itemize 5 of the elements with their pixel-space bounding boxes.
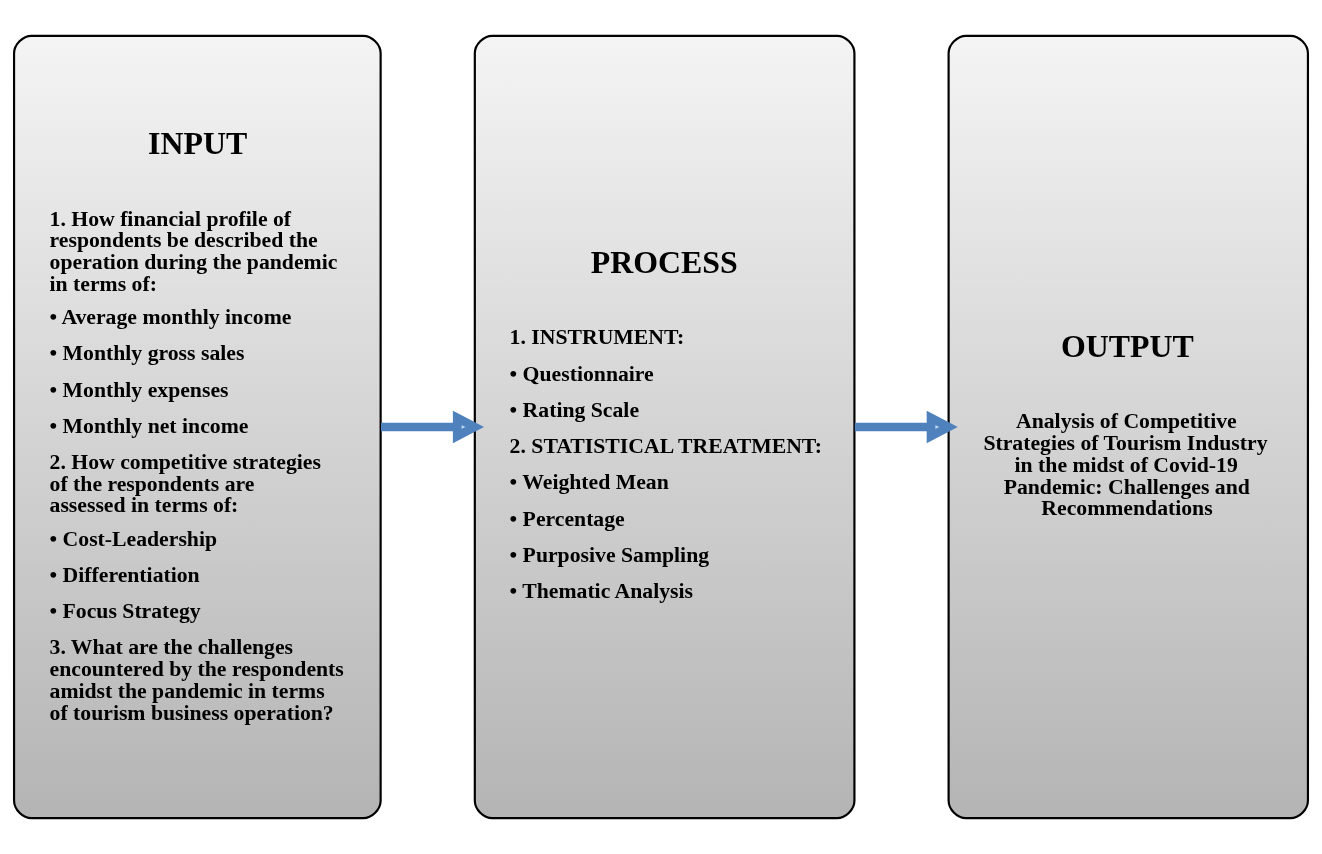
arrow	[381, 410, 484, 444]
node-box: PROCESS 1. INSTRUMENT: • Questionnaire • Rating Scale 2. STATISTICAL TREATMENT: • Weighted Mean • Percentage • Purposive Sampling • Thematic Analysis	[473, 34, 856, 820]
arrow	[854, 410, 958, 444]
node-box: INPUT 1. How financial profile of respondents be described the operation during the pandemic in terms of: • Average monthly income • Monthly gross sales • Monthly expenses • Monthly net income 2. How competitive strategies of the respondents are assessed in terms of: • Cost-Leadership • Differentiation • Focus Strategy 3. What are the challenges encountered by the respondents amidst the pandemic in terms of tourism business operation?	[12, 34, 382, 820]
node-box: OUTPUT Analysis of Competitive Strategies of Tourism Industry in the midst of Covid-19 Pandemic: Challenges and Recommendations	[947, 34, 1310, 820]
